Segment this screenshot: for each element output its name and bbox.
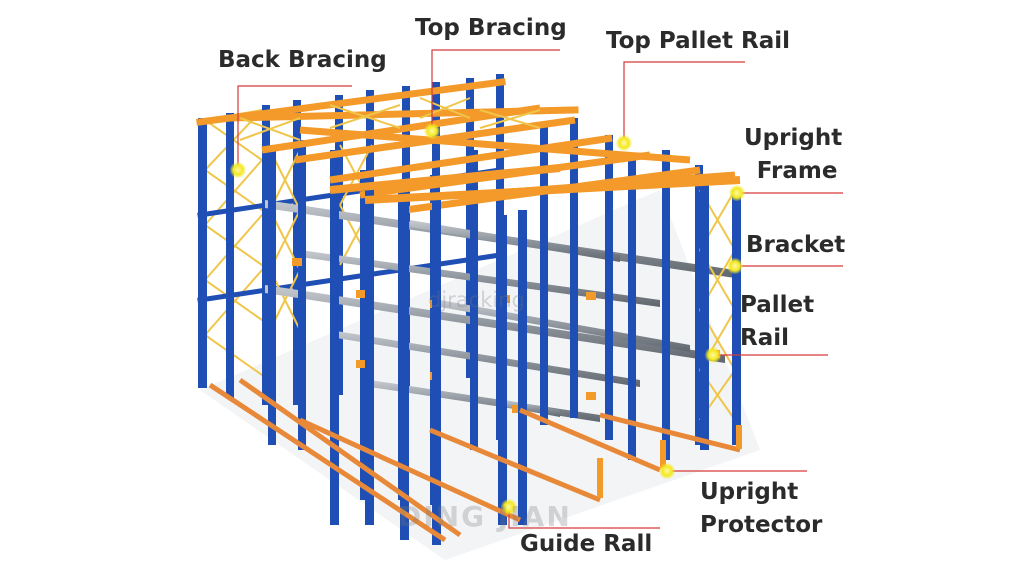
watermark-bottom: DING JIAN <box>398 500 572 533</box>
base-rails <box>208 377 741 543</box>
label-upright-protector-line2: Protector <box>700 512 823 538</box>
label-pallet-rail: Pallet Rail <box>740 289 814 355</box>
callout-markers <box>230 123 745 515</box>
label-guide-rail: Guide Rall <box>520 531 653 557</box>
front-side-bracing <box>699 189 736 421</box>
floor-shadow <box>200 190 760 560</box>
callout-back-bracing <box>237 85 352 170</box>
callout-top-pallet-rail <box>623 61 745 143</box>
marker-top-bracing <box>424 123 440 139</box>
front-uprights <box>330 180 741 545</box>
front-rack-row <box>208 164 742 545</box>
label-pallet-rail-line1: Pallet <box>740 292 815 318</box>
label-back-bracing: Back Bracing <box>218 47 387 73</box>
marker-bracket <box>727 258 743 274</box>
label-upright-protector-line1: Upright <box>700 479 799 505</box>
marker-upright-frame <box>729 185 745 201</box>
label-top-bracing: Top Bracing <box>415 15 567 41</box>
marker-top-pallet-rail <box>616 135 632 151</box>
label-upright-protector: Upright Protector <box>700 476 822 542</box>
marker-pallet-rail <box>705 347 721 363</box>
guide-rail-posts <box>597 425 742 498</box>
callout-lines <box>237 49 843 529</box>
top-bracing <box>239 97 541 141</box>
label-bracket: Bracket <box>746 232 846 258</box>
watermark-center: djracking <box>428 288 525 312</box>
label-pallet-rail-line2: Rail <box>740 325 789 351</box>
callout-top-bracing <box>431 49 560 130</box>
label-top-pallet-rail: Top Pallet Rail <box>606 28 791 54</box>
front-beams <box>329 164 741 204</box>
marker-guide-rail <box>501 499 517 515</box>
marker-back-bracing <box>230 162 246 178</box>
label-upright-frame-line2: Frame <box>756 158 838 184</box>
marker-upright-protector <box>659 463 675 479</box>
label-upright-frame: Upright Frame <box>744 122 842 188</box>
label-upright-frame-line1: Upright <box>744 125 843 151</box>
